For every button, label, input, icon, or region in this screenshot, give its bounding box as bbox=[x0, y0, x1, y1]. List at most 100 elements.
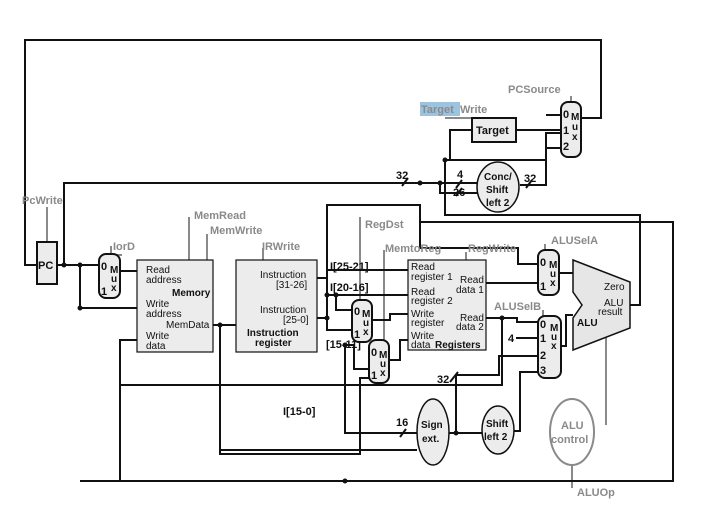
mux-input-label: 2 bbox=[540, 350, 546, 362]
mux-input-label: 1 bbox=[354, 329, 360, 341]
mux-input-label: 0 bbox=[101, 261, 107, 273]
ir-imm-wire bbox=[344, 345, 417, 434]
field-rt-label: I[20-16] bbox=[330, 282, 369, 294]
data-wires bbox=[24, 39, 674, 482]
mux-input-label: 0 bbox=[563, 109, 569, 121]
target-register-block: Target bbox=[471, 117, 517, 143]
memory-write-data-label: data bbox=[146, 341, 166, 352]
shift-left-ellipse bbox=[481, 405, 515, 455]
bus-markers bbox=[399, 177, 533, 438]
alu-result-label: ALU bbox=[604, 298, 623, 309]
pcsource-mux-box bbox=[560, 101, 582, 158]
memread-label: MemRead bbox=[194, 210, 246, 222]
rt-to-regdst-mux bbox=[335, 295, 352, 311]
register-port-label: Read bbox=[411, 287, 435, 298]
junction bbox=[342, 478, 348, 484]
mux-input-label: 3 bbox=[540, 365, 546, 377]
target-register-box bbox=[471, 117, 517, 143]
memwrite-label: MemWrite bbox=[210, 225, 262, 237]
junction bbox=[324, 292, 330, 298]
junction bbox=[333, 292, 339, 298]
junction bbox=[77, 305, 83, 311]
targetwrite-highlight bbox=[420, 102, 460, 116]
conc-shift-label: left 2 bbox=[486, 198, 510, 209]
mux-letter: u bbox=[551, 332, 557, 343]
registers-box bbox=[407, 259, 487, 351]
register-port-label: data 1 bbox=[456, 285, 484, 296]
bus-width-label: 26 bbox=[453, 187, 465, 199]
iord-mux-box bbox=[98, 253, 121, 299]
mux-letter: u bbox=[572, 122, 578, 133]
mux-letter: u bbox=[550, 269, 556, 280]
bus-slash-32-top bbox=[401, 177, 409, 187]
conc-shift-ellipse bbox=[476, 161, 520, 213]
imm-to-memtoreg-0 bbox=[345, 344, 369, 370]
bus-width-label: 16 bbox=[396, 417, 408, 429]
targetwrite-line bbox=[445, 117, 471, 119]
alu-shape bbox=[572, 258, 631, 352]
alusela-mux-box bbox=[537, 249, 560, 296]
mux-letter: x bbox=[363, 327, 369, 338]
iord-mux: 0 1 M u x bbox=[98, 253, 121, 299]
aluselb-mux-box bbox=[537, 315, 562, 379]
pc-next-wire bbox=[24, 39, 602, 266]
pcsource-mux: 0 1 2 M u x bbox=[560, 101, 582, 158]
ir-title: register bbox=[255, 338, 292, 349]
memtoreg-to-write-data bbox=[389, 339, 408, 361]
registers-title: Registers bbox=[435, 340, 481, 351]
mux-letter: x bbox=[111, 283, 117, 294]
regdst-mux-box bbox=[351, 299, 373, 343]
signext-to-aluselb-2 bbox=[455, 355, 538, 433]
conc-to-pcsource-2 bbox=[520, 147, 561, 186]
bus-slash-32-ext bbox=[449, 371, 459, 383]
memtoreg-mux-box bbox=[368, 339, 390, 384]
regdst-mux: 0 1 M u x bbox=[351, 299, 373, 343]
mux-letter: u bbox=[380, 359, 386, 370]
register-port-label: register bbox=[411, 318, 445, 329]
mux-letter: M bbox=[549, 260, 557, 271]
alu-result-label: result bbox=[598, 307, 623, 318]
instruction-register-box bbox=[235, 259, 318, 353]
memory-read-address-label: address bbox=[146, 275, 182, 286]
pcsource-label: PCSource bbox=[508, 84, 561, 96]
mux-input-label: 0 bbox=[354, 306, 360, 318]
junctions bbox=[61, 157, 505, 484]
mux-letter: x bbox=[550, 278, 556, 289]
pc-box bbox=[36, 241, 58, 285]
conc-shift-block: Conc/ Shift left 2 bbox=[476, 161, 520, 213]
mux-input-label: 1 bbox=[540, 281, 546, 293]
register-port-label: data bbox=[411, 340, 431, 351]
irwrite-label: IRWrite bbox=[262, 241, 300, 253]
junction bbox=[499, 315, 505, 321]
pc-to-conc-wire bbox=[63, 182, 477, 265]
memory-write-data-label: Write bbox=[146, 331, 170, 342]
mux-letter: M bbox=[379, 350, 387, 361]
junction bbox=[77, 262, 83, 268]
alu-to-target-wire bbox=[445, 129, 472, 161]
mux-letter: x bbox=[380, 368, 386, 379]
imm-to-conc-wire bbox=[439, 183, 477, 194]
mux-letter: M bbox=[110, 265, 118, 276]
sign-extend-block: Sign ext. bbox=[416, 398, 450, 466]
memory-block: Read address Memory Write address MemDat… bbox=[136, 259, 214, 353]
field-imm-label: I[15-0] bbox=[283, 406, 316, 418]
alu-block: Zero ALU result ALU bbox=[572, 258, 631, 352]
control-lines bbox=[46, 96, 607, 488]
targetwrite-label-b: Write bbox=[460, 104, 487, 116]
register-port-label: Write bbox=[411, 309, 435, 320]
bus-width-label: 32 bbox=[524, 173, 536, 185]
junction bbox=[324, 315, 330, 321]
bus-width-label: 32 bbox=[396, 170, 408, 182]
mux-letter: u bbox=[363, 318, 369, 329]
register-port-label: data 2 bbox=[456, 322, 484, 333]
mux-letter: x bbox=[551, 341, 557, 352]
register-port-label: register 1 bbox=[411, 272, 453, 283]
shift-to-aluselb-3 bbox=[514, 371, 538, 432]
memory-write-address-label: address bbox=[146, 309, 182, 320]
regdst-label: RegDst bbox=[365, 219, 404, 231]
mux-input-label: 2 bbox=[563, 141, 569, 153]
control-labels: PcWrite IorD MemRead MemWrite IRWrite Re… bbox=[22, 84, 615, 499]
alusela-label: ALUSelA bbox=[551, 235, 598, 247]
bus-width-label: 4 bbox=[457, 169, 464, 181]
regwrite-label: RegWrite bbox=[468, 243, 516, 255]
